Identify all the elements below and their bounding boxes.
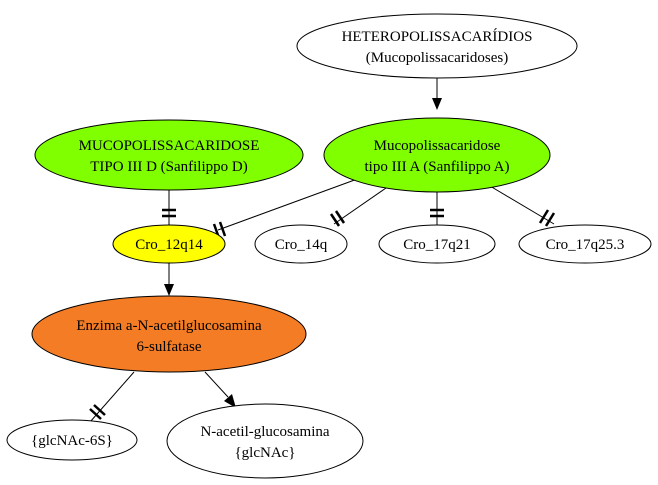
- node-heteropolissacaridios-subtitle: (Mucopolissacaridoses): [366, 50, 508, 66]
- node-mps-iiia-line2: tipo III A (Sanfilippo A): [365, 159, 510, 175]
- node-glcnac-6s: {glcNAc-6S}: [6, 419, 138, 461]
- node-enzima: Enzima a-N-acetilglucosamina 6-sulfatase: [31, 295, 307, 373]
- node-cro-17q21-label: Cro_17q21: [403, 237, 471, 253]
- edges: [89, 78, 556, 423]
- node-cro-12q14-label: Cro_12q14: [135, 237, 203, 253]
- edge-heteropolissacaridios-to-mps-iiia: [432, 78, 442, 110]
- edge-cro-12q14-to-enzima: [164, 263, 174, 296]
- node-n-acetil-glucosamina-line2: {glcNAc}: [234, 445, 295, 461]
- node-enzima-line2: 6-sulfatase: [137, 339, 202, 355]
- edge-enzima-to-n-acetil-glucosamina: [204, 371, 236, 408]
- node-cro-14q-label: Cro_14q: [275, 237, 328, 253]
- node-n-acetil-glucosamina: N-acetil-glucosamina {glcNAc}: [166, 403, 364, 479]
- node-heteropolissacaridios: HETEROPOLISSACARÍDIOS (Mucopolissacarido…: [296, 13, 578, 79]
- node-cro-17q21: Cro_17q21: [378, 224, 496, 264]
- node-heteropolissacaridios-title: HETEROPOLISSACARÍDIOS: [342, 28, 533, 45]
- node-cro-14q: Cro_14q: [254, 224, 348, 264]
- node-mps-iiid-line2: TIPO III D (Sanfilippo D): [90, 159, 247, 175]
- node-mps-iiia-line1: Mucopolissacaridose: [374, 138, 501, 154]
- node-cro-17q25-3-label: Cro_17q25.3: [546, 237, 625, 253]
- node-mps-iiid: MUCOPOLISSACARIDOSE TIPO III D (Sanfilip…: [34, 119, 304, 191]
- edge-mps-iiid-to-cro-12q14: [162, 190, 176, 226]
- node-mps-iiid-line1: MUCOPOLISSACARIDOSE: [79, 138, 260, 154]
- node-n-acetil-glucosamina-line1: N-acetil-glucosamina: [200, 424, 329, 440]
- node-mps-iiia: Mucopolissacaridose tipo III A (Sanfilip…: [323, 117, 551, 193]
- node-glcnac-6s-label: {glcNAc-6S}: [31, 433, 113, 449]
- edge-mps-iiia-to-cro-17q25-3: [489, 185, 556, 227]
- edge-mps-iiia-to-cro-14q: [329, 187, 387, 227]
- node-enzima-line1: Enzima a-N-acetilglucosamina: [76, 318, 262, 334]
- node-cro-12q14: Cro_12q14: [112, 224, 226, 264]
- edge-enzima-to-glcnac-6s: [89, 371, 135, 423]
- node-cro-17q25-3: Cro_17q25.3: [518, 224, 652, 264]
- edge-mps-iiia-to-cro-17q21: [430, 192, 444, 226]
